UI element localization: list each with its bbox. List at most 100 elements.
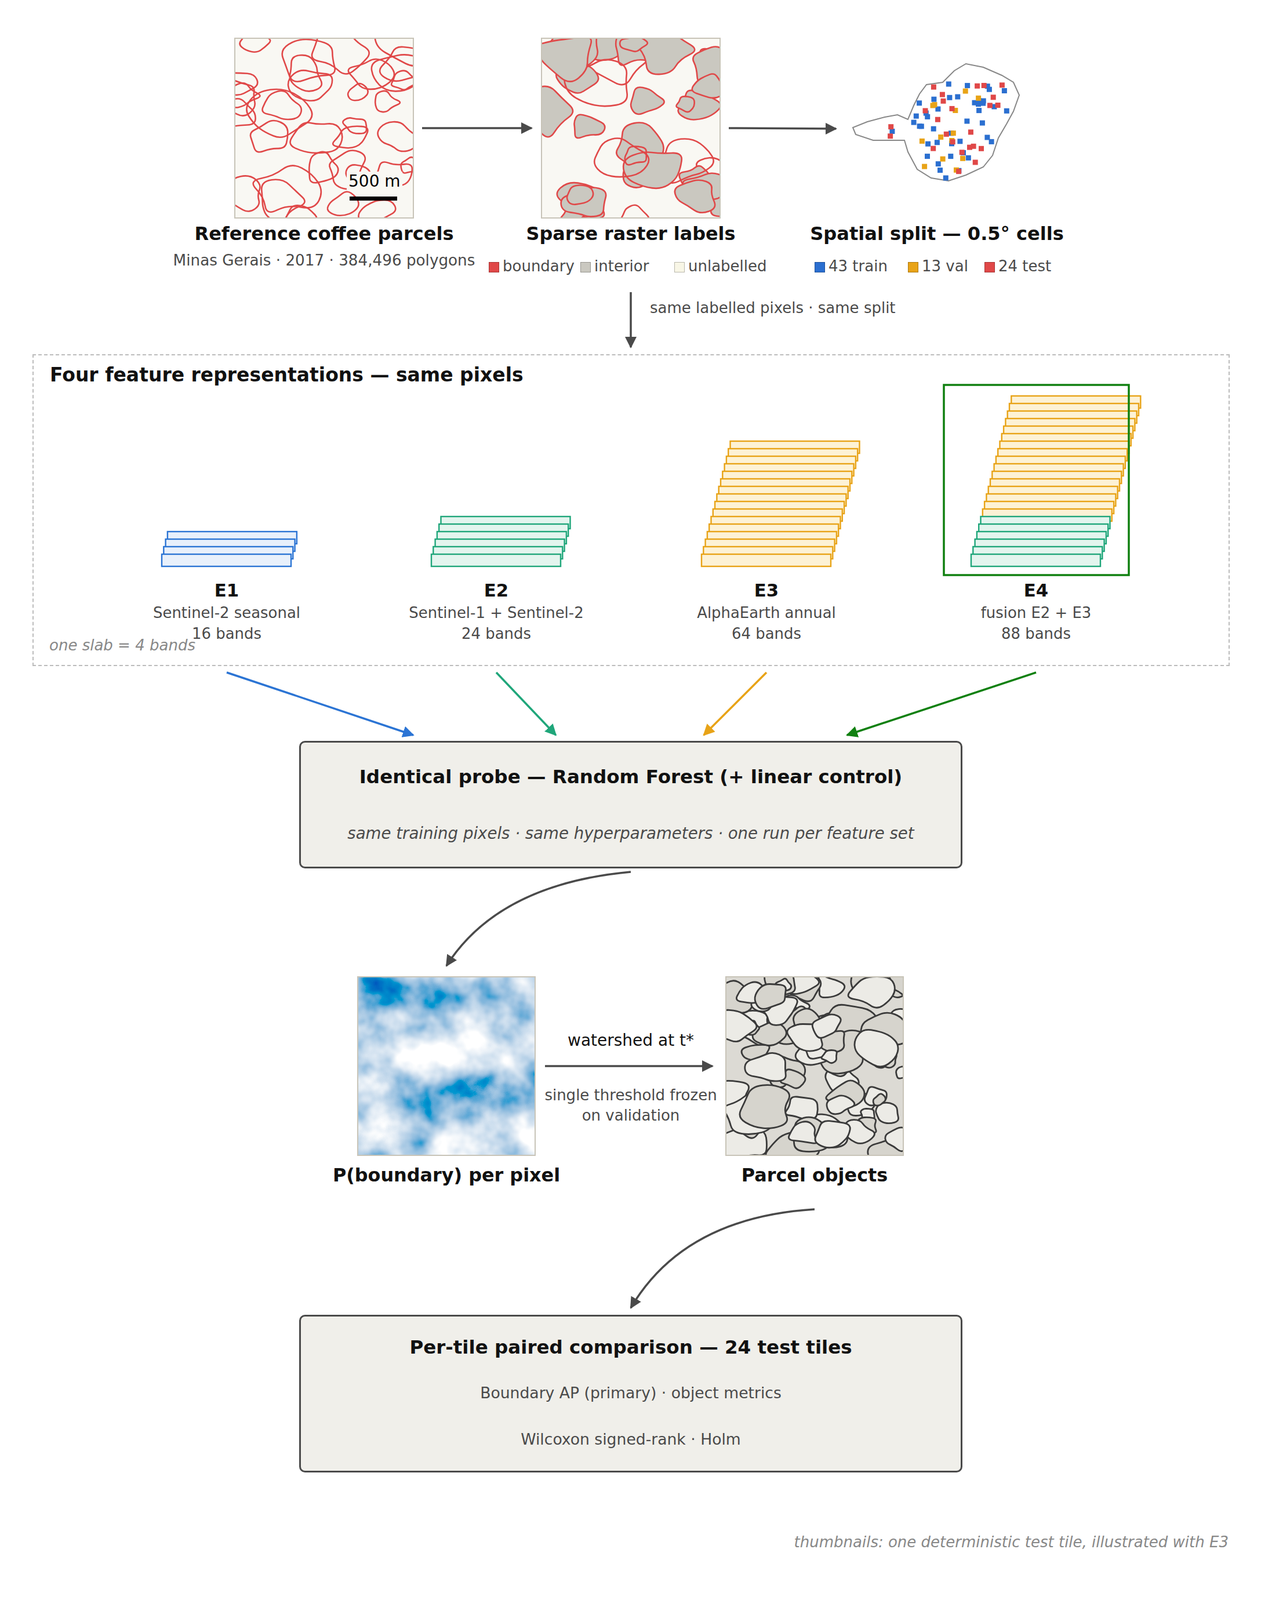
grid-cell: [978, 146, 984, 152]
thumb-frame: [541, 38, 721, 218]
node-title: Sparse raster labels: [497, 222, 765, 245]
connector-arrow: [728, 128, 837, 129]
grid-cell: [916, 100, 922, 106]
thumbnail-node: P(boundary) per pixel: [313, 976, 580, 1197]
thumbnail-node: Parcel objects: [681, 976, 948, 1197]
feature-stack: E4 fusion E2 + E3 88 bands: [920, 372, 1153, 651]
parcel-outline: [327, 191, 359, 216]
stack-label: E1: [110, 579, 343, 601]
thumbnail-drawing: [849, 59, 1024, 199]
segment-outline: [725, 1009, 757, 1042]
stack-label: E4: [920, 579, 1153, 601]
legend-text: interior: [594, 257, 649, 275]
grid-cell: [946, 95, 952, 101]
legend-swatch: [984, 262, 995, 273]
legend-text: boundary: [502, 257, 575, 275]
grid-cell: [1001, 88, 1008, 94]
state-outline: [852, 63, 1020, 181]
grid-cell: [1004, 108, 1010, 114]
thumbnail: [234, 37, 414, 219]
grid-cell: [939, 92, 946, 98]
band-stack: [650, 372, 883, 579]
stack-label: E2: [380, 579, 613, 601]
parcel-outline: [630, 86, 665, 115]
node-text: fusion E2 + E3: [920, 604, 1153, 622]
grid-cell: [987, 102, 993, 108]
grid-cell: [972, 160, 979, 166]
grid-cell: [922, 108, 929, 114]
thumbnail-node: Spatial split — 0.5° cells: [768, 35, 1106, 251]
band-slab: [971, 554, 1101, 567]
segment-outline: [896, 1066, 904, 1079]
segment-outline: [864, 1087, 887, 1106]
parcel-outline: [692, 74, 721, 98]
node-text: same training pixels · same hyperparamet…: [300, 823, 961, 843]
note-label: one slab = 4 bands: [49, 636, 196, 654]
parcel-outline: [400, 157, 414, 173]
node-title: Reference coffee parcels: [161, 222, 487, 245]
band-stack: [920, 372, 1153, 579]
parcel-outline: [234, 175, 260, 212]
grid-cell: [968, 129, 974, 135]
grid-cell: [964, 118, 970, 125]
parcel-outline: [347, 83, 369, 101]
parcel-outline: [342, 117, 367, 134]
legend-swatch: [580, 262, 591, 273]
parcel-outline: [620, 205, 650, 219]
grid-cell: [956, 168, 962, 174]
band-slab: [161, 554, 292, 567]
grid-cell: [943, 131, 950, 137]
grid-cell: [924, 153, 930, 159]
selected-frame: [943, 384, 1129, 576]
node-text: 88 bands: [920, 624, 1153, 643]
segment-outline: [817, 976, 845, 998]
node-title: Identical probe — Random Forest (+ linea…: [300, 765, 961, 788]
node-title: Per-tile paired comparison — 24 test til…: [300, 1336, 961, 1359]
segment-outline: [745, 1052, 787, 1082]
grid-cell: [940, 98, 947, 104]
band-stack: [380, 372, 613, 579]
grid-cell: [919, 138, 925, 144]
segment-outline: [826, 1095, 855, 1115]
grid-cell: [976, 107, 982, 114]
grid-cell: [888, 124, 894, 130]
connector-arrow: [496, 672, 556, 736]
parcel-outline: [619, 37, 648, 52]
thumbnail-node: Sparse raster labels: [497, 35, 765, 251]
parcel-outline: [253, 165, 322, 213]
segment-outline: [815, 1121, 850, 1148]
thumbnail-drawing: [357, 976, 536, 1157]
node-text: 24 bands: [380, 624, 613, 643]
legend-swatch: [488, 262, 500, 273]
connector-arrow: [629, 292, 632, 348]
note-label: 500 m: [346, 171, 403, 191]
parcel-outline: [332, 126, 368, 148]
node-title: Four feature representations — same pixe…: [49, 363, 524, 387]
connector-arrow: [703, 672, 767, 736]
grid-cell: [931, 96, 937, 103]
grid-cell: [947, 153, 954, 159]
note-label: thumbnails: one deterministic test tile,…: [794, 1533, 1229, 1551]
connector-arrow: [226, 672, 414, 736]
grid-cell: [957, 138, 963, 144]
grid-cell: [911, 120, 917, 126]
thumbnail: [540, 37, 721, 219]
thumbnail: [725, 976, 904, 1157]
parcel-outline: [234, 73, 258, 96]
connector-arrow: [446, 871, 631, 966]
grid-cell: [979, 120, 986, 126]
grid-cell: [950, 139, 956, 145]
grid-cell: [971, 143, 977, 150]
parcel-outline: [240, 37, 271, 53]
scale-bar: [349, 196, 398, 201]
grid-cell: [887, 133, 893, 139]
node-text: Wilcoxon signed-rank · Holm: [300, 1430, 961, 1449]
grid-cell: [925, 141, 931, 147]
grid-cell: [930, 146, 936, 152]
grid-cell: [965, 155, 972, 161]
parcel-outline: [234, 98, 256, 127]
segment-outline: [785, 1096, 819, 1120]
grid-cell: [924, 114, 930, 120]
thumb-frame: [725, 976, 904, 1156]
edge-label: watershed at t*: [565, 1030, 697, 1050]
